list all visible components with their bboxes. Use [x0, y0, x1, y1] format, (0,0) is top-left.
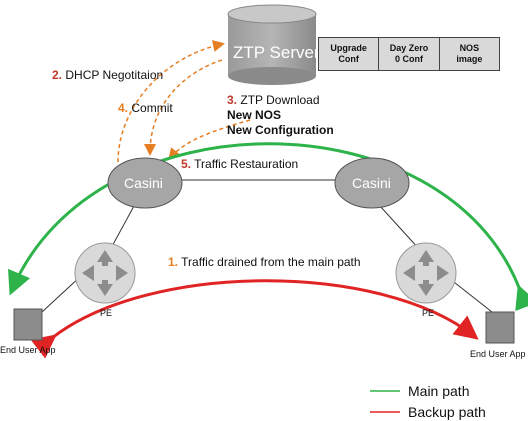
casini-right-node: [334, 157, 410, 209]
pe-right-router: [395, 242, 457, 304]
backup-path-line: [30, 279, 479, 359]
step-5-label: 5. Traffic Restauration: [181, 157, 299, 171]
legend-main-label: Main path: [408, 383, 470, 399]
legend-backup-label: Backup path: [408, 404, 486, 420]
ztp-server-cylinder: [227, 4, 317, 85]
end-user-right-box: [485, 311, 515, 344]
ztp-server-label: ZTP Server: [233, 43, 320, 62]
step-3-new-config: New Configuration: [227, 123, 334, 137]
casini-right-label: Casini: [352, 175, 391, 191]
casini-left-node: [107, 157, 183, 209]
end-user-left-box: [13, 308, 43, 341]
step-3-label: 3. ZTP Download: [227, 93, 320, 107]
end-user-right-label: End User App: [470, 349, 526, 359]
step-3-new-nos: New NOS: [227, 108, 282, 122]
pe-right-label: PE: [422, 308, 435, 318]
main-path-line: [8, 142, 528, 312]
end-user-left-label: End User App: [0, 345, 56, 355]
pe-left-label: PE: [100, 308, 113, 318]
step-4-label: 4. Commit: [118, 101, 173, 115]
step-2-label: 2. DHCP Negotitaion: [52, 68, 164, 82]
casini-left-label: Casini: [124, 175, 163, 191]
step-1-label: 1. Traffic drained from the main path: [168, 255, 361, 269]
ztp-flow-arrows: [117, 40, 251, 163]
pe-left-router: [74, 242, 136, 304]
